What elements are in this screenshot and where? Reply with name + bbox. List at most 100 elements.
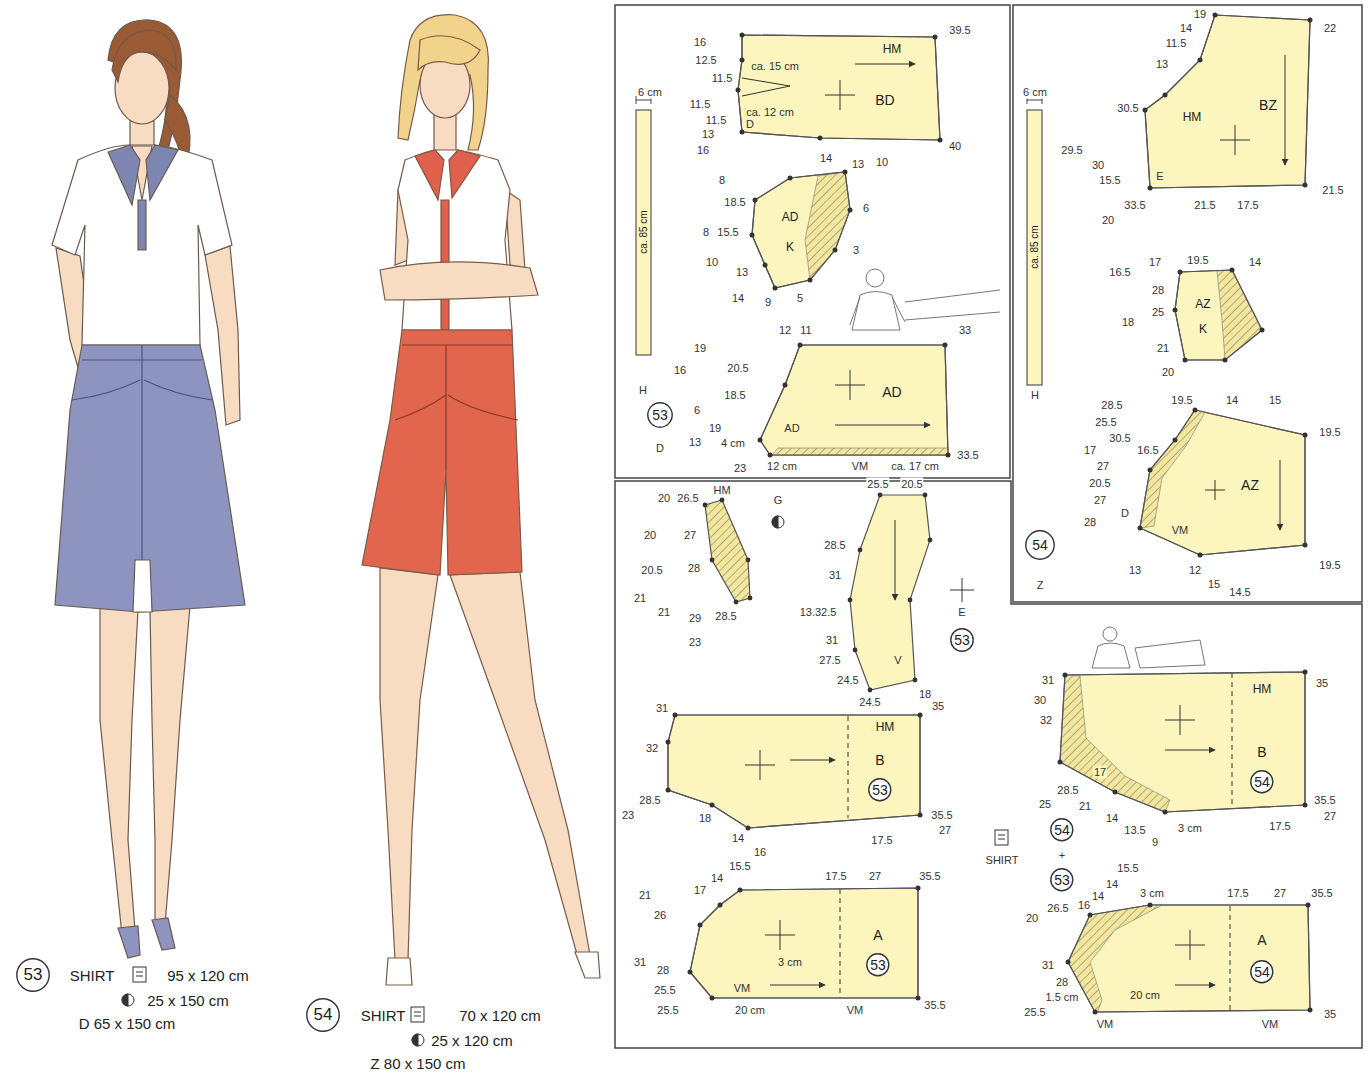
number-ring bbox=[951, 629, 973, 651]
dimension-number: 24.5 bbox=[858, 696, 881, 709]
dimension-number: 14 bbox=[1105, 812, 1119, 825]
dimension-number: 11.5 bbox=[705, 114, 728, 127]
dimension-number: 26.5 bbox=[1046, 902, 1069, 915]
pattern-piece bbox=[850, 495, 930, 690]
dimension-number: 26 bbox=[653, 909, 667, 922]
caption-text: 25 x 150 cm bbox=[146, 992, 230, 1009]
dimension-number: VM bbox=[733, 982, 752, 995]
dimension-number: 28 bbox=[1055, 976, 1069, 989]
piece-fill bbox=[1060, 672, 1305, 812]
dimension-number: VM bbox=[846, 1004, 865, 1017]
dimension-number: 15.5 bbox=[1116, 862, 1139, 875]
dimension-number: 20.5 bbox=[640, 564, 663, 577]
dimension-number: 12 bbox=[778, 324, 792, 337]
dimension-number: 15 bbox=[1207, 578, 1221, 591]
facing-hatch bbox=[1068, 905, 1162, 1012]
dimension-number: 32 bbox=[645, 742, 659, 755]
dimension-number: 26.5 bbox=[676, 492, 699, 505]
notch-dot bbox=[933, 35, 938, 40]
dimension-number: 13.5 bbox=[1123, 824, 1146, 837]
dimension-number: 15.5 bbox=[728, 860, 751, 873]
dimension-number: 30.5 bbox=[1116, 102, 1139, 115]
dimension-number: 17.5 bbox=[824, 870, 847, 883]
notch-dot bbox=[943, 343, 948, 348]
notch-dot bbox=[818, 136, 823, 141]
dimension-number: 33.5 bbox=[1123, 199, 1146, 212]
drawing-part bbox=[1066, 903, 1313, 1015]
dimension-number: HM bbox=[712, 484, 731, 497]
dimension-number: 19 bbox=[1193, 8, 1207, 21]
number-ring bbox=[1051, 819, 1073, 841]
notch-dot bbox=[750, 233, 755, 238]
notch-dot bbox=[768, 453, 773, 458]
dimension-number: 3 cm bbox=[777, 956, 803, 969]
piece-border bbox=[752, 172, 850, 288]
dimension-number: 20 bbox=[1025, 912, 1039, 925]
piece-letter: ca. 85 cm bbox=[638, 210, 650, 253]
notch-dot bbox=[710, 996, 715, 1001]
dimension-number: 20 bbox=[1101, 214, 1115, 227]
callout-number: 54 bbox=[1254, 964, 1270, 980]
dimension-number: 25 bbox=[1151, 306, 1165, 319]
notch-dot bbox=[758, 438, 763, 443]
dimension-number: 13 bbox=[701, 128, 715, 141]
notch-dot bbox=[710, 803, 715, 808]
drawing-part bbox=[362, 330, 522, 575]
dimension-number: 20 bbox=[643, 529, 657, 542]
piece-letter: AZ bbox=[1195, 298, 1210, 312]
notch-dot bbox=[763, 263, 768, 268]
dimension-number: H bbox=[638, 384, 648, 397]
dimension-number: 18.5 bbox=[723, 389, 746, 402]
dimension-number: 35.5 bbox=[1310, 887, 1333, 900]
dimension-number: 27 bbox=[1096, 460, 1110, 473]
strip-fill bbox=[636, 110, 651, 355]
dimension-number: D bbox=[655, 442, 665, 455]
dimension-number: Z bbox=[1036, 579, 1045, 592]
dimension-number: 14 bbox=[1105, 878, 1119, 891]
panel-frames bbox=[615, 5, 1362, 1048]
notch-dot bbox=[1303, 803, 1308, 808]
callout-number: 53 bbox=[870, 957, 886, 973]
drawing-part bbox=[380, 262, 538, 300]
figure-woman-shorts bbox=[362, 15, 600, 985]
callout-number: 53 bbox=[954, 632, 970, 648]
dimension-number: 30 bbox=[1091, 159, 1105, 172]
dimension-number: 18 bbox=[698, 812, 712, 825]
figure-woman-skirt bbox=[52, 20, 245, 958]
dimension-number: 20 bbox=[657, 492, 671, 505]
notch-dot bbox=[1148, 186, 1153, 191]
notch-dot bbox=[878, 493, 883, 498]
dimension-number: D bbox=[745, 118, 755, 131]
dimension-number: 24.5 bbox=[836, 674, 859, 687]
dimension-number: 19 bbox=[693, 342, 707, 355]
construction-line bbox=[1205, 480, 1225, 500]
dimension-number: 28.5 bbox=[638, 794, 661, 807]
notch-dot bbox=[808, 278, 813, 283]
notch-dot bbox=[1143, 108, 1148, 113]
dimension-number: 20.5 bbox=[900, 478, 923, 491]
dimension-number: 31 bbox=[1041, 959, 1055, 972]
notch-dot bbox=[916, 886, 921, 891]
number-ring bbox=[648, 403, 672, 427]
grain-arrow bbox=[1280, 460, 1281, 530]
dimension-number: VM bbox=[851, 460, 870, 473]
piece-fill bbox=[668, 715, 920, 828]
notch-dot bbox=[868, 688, 873, 693]
grain-arrow bbox=[855, 64, 915, 65]
piece-border bbox=[1140, 410, 1305, 555]
loose-pattern-pieces bbox=[703, 493, 933, 693]
notch-dot bbox=[1223, 358, 1228, 363]
dimension-number: VM bbox=[1261, 1018, 1280, 1031]
drawing-part bbox=[133, 560, 152, 612]
piece-border bbox=[1060, 672, 1305, 812]
dimension-number: 27 bbox=[938, 824, 952, 837]
facing-hatch bbox=[1140, 410, 1205, 528]
dimension-number: 22 bbox=[1323, 22, 1337, 35]
piece-fill bbox=[738, 35, 940, 140]
dimension-number: 14 bbox=[1179, 22, 1193, 35]
drawing-part bbox=[136, 972, 143, 976]
callout-number: 54 bbox=[314, 1005, 333, 1025]
drawing-part bbox=[122, 994, 134, 1006]
notch-dot bbox=[718, 903, 723, 908]
